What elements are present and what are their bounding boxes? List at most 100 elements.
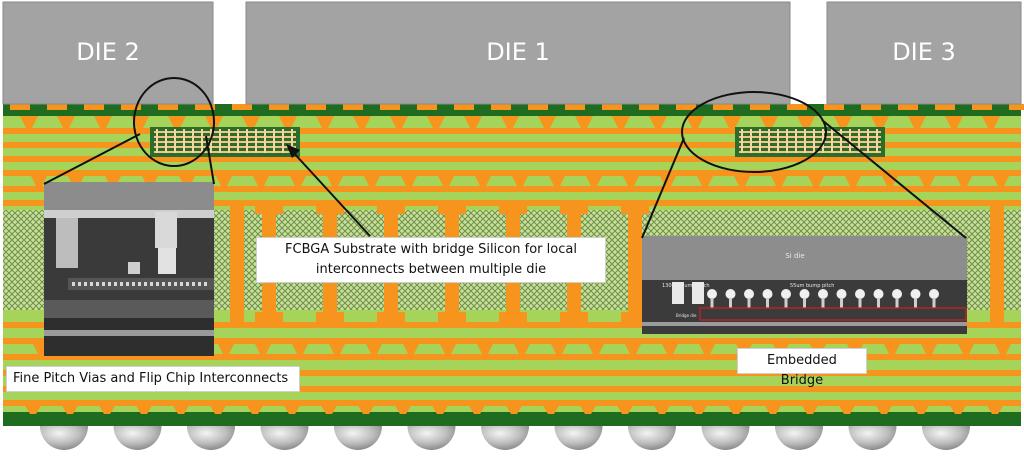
micro-fine-bump xyxy=(781,289,791,299)
microvia xyxy=(883,342,901,354)
bridge-via xyxy=(201,129,203,153)
micro-bump xyxy=(108,282,111,286)
micro-bump xyxy=(96,282,99,286)
solder-ball xyxy=(922,426,970,450)
substrate-callout-line2: interconnects between multiple die xyxy=(315,262,547,277)
microvia xyxy=(764,404,782,414)
micro-bump-post xyxy=(710,298,714,308)
top-pad xyxy=(565,104,585,110)
microvia xyxy=(982,116,1000,128)
bridge-via xyxy=(822,129,824,153)
microvia xyxy=(209,404,227,414)
micro-fine-bump xyxy=(818,289,828,299)
micro-bump-post xyxy=(729,298,732,308)
microvia xyxy=(957,342,975,354)
micro-bump xyxy=(102,282,105,286)
microvia xyxy=(246,404,264,414)
micro-fine-bump xyxy=(910,289,921,299)
microvia xyxy=(587,342,605,354)
microvia xyxy=(476,342,494,354)
via-cap xyxy=(377,312,405,322)
micrograph-right: Si die 130um bump pitch 55um bump pitch … xyxy=(642,236,967,334)
bridge-via xyxy=(831,129,833,153)
solder-ball xyxy=(481,426,529,450)
microvia xyxy=(217,342,235,354)
micro-bump-post xyxy=(784,298,788,308)
microvia xyxy=(289,174,307,186)
top-pad xyxy=(491,104,511,110)
microvia xyxy=(24,404,42,414)
die-3: DIE 3 xyxy=(826,1,1022,105)
bridge-via xyxy=(192,129,194,153)
microvia xyxy=(400,174,418,186)
micro-bump-post xyxy=(766,298,769,308)
micro-bump xyxy=(144,282,147,286)
bridge-via xyxy=(858,129,860,153)
copper-trace xyxy=(3,186,1021,192)
micro-fine-bump xyxy=(762,289,773,299)
top-pad xyxy=(639,104,659,110)
top-pad xyxy=(935,104,955,110)
solder-ball xyxy=(40,426,88,450)
copper-trace xyxy=(3,338,1021,344)
micro-bump xyxy=(186,282,189,286)
microvia xyxy=(94,116,112,128)
bridge-via xyxy=(291,129,293,153)
micro-bump xyxy=(168,282,171,286)
micro-bump xyxy=(114,282,117,286)
top-pad xyxy=(343,104,363,110)
solder-ball xyxy=(113,426,162,450)
solder-ball xyxy=(334,426,382,450)
microvia xyxy=(585,174,603,186)
microvia xyxy=(131,116,149,128)
microvia xyxy=(328,342,346,354)
micro-fine-bump xyxy=(892,289,902,299)
top-pad xyxy=(676,104,696,110)
microvia xyxy=(881,174,899,186)
bridge-via xyxy=(237,129,239,153)
micro-bump-post xyxy=(858,298,862,308)
microvia xyxy=(844,174,862,186)
microvia xyxy=(283,404,301,414)
bridge-via xyxy=(255,129,257,153)
top-pad xyxy=(528,104,548,110)
top-pad xyxy=(417,104,437,110)
micro-bump xyxy=(192,282,195,286)
microvia xyxy=(801,404,819,414)
bridge-via xyxy=(183,129,185,153)
top-pad xyxy=(121,104,141,110)
top-pad xyxy=(972,104,992,110)
bridge-highlight-box xyxy=(699,307,967,321)
microvia xyxy=(624,342,642,354)
solder-ball xyxy=(260,426,309,450)
microvia xyxy=(723,116,741,128)
micro-bump-post xyxy=(877,298,880,308)
micro-bridge-label: Bridge die xyxy=(676,313,697,318)
top-pad xyxy=(306,104,326,110)
bridge-via xyxy=(273,129,275,153)
micro-pitch-right-label: 55um bump pitch xyxy=(790,283,834,289)
microvia xyxy=(168,116,186,128)
bridge-via xyxy=(876,129,878,153)
microvia xyxy=(505,404,523,414)
micro-bump xyxy=(126,282,129,286)
bridge-trace xyxy=(739,136,881,138)
microvia xyxy=(427,116,445,128)
top-pad xyxy=(158,104,178,110)
micro-fine-bump xyxy=(873,289,884,299)
micro-large-bump xyxy=(672,282,684,304)
solder-ball xyxy=(848,426,897,450)
microvia xyxy=(511,174,529,186)
microvia xyxy=(690,404,708,414)
solder-ball xyxy=(701,426,750,450)
microvia xyxy=(653,404,671,414)
microvia xyxy=(659,174,677,186)
bridge-trace xyxy=(154,136,296,138)
via-cap xyxy=(499,204,527,214)
bridge-via xyxy=(849,129,851,153)
embedded-bridge-callout: Embedded Bridge xyxy=(737,348,867,388)
micro-fine-bump xyxy=(725,289,736,299)
micro-bump-post xyxy=(803,298,806,308)
micro-fine-bump xyxy=(799,289,810,299)
top-pad xyxy=(454,104,474,110)
